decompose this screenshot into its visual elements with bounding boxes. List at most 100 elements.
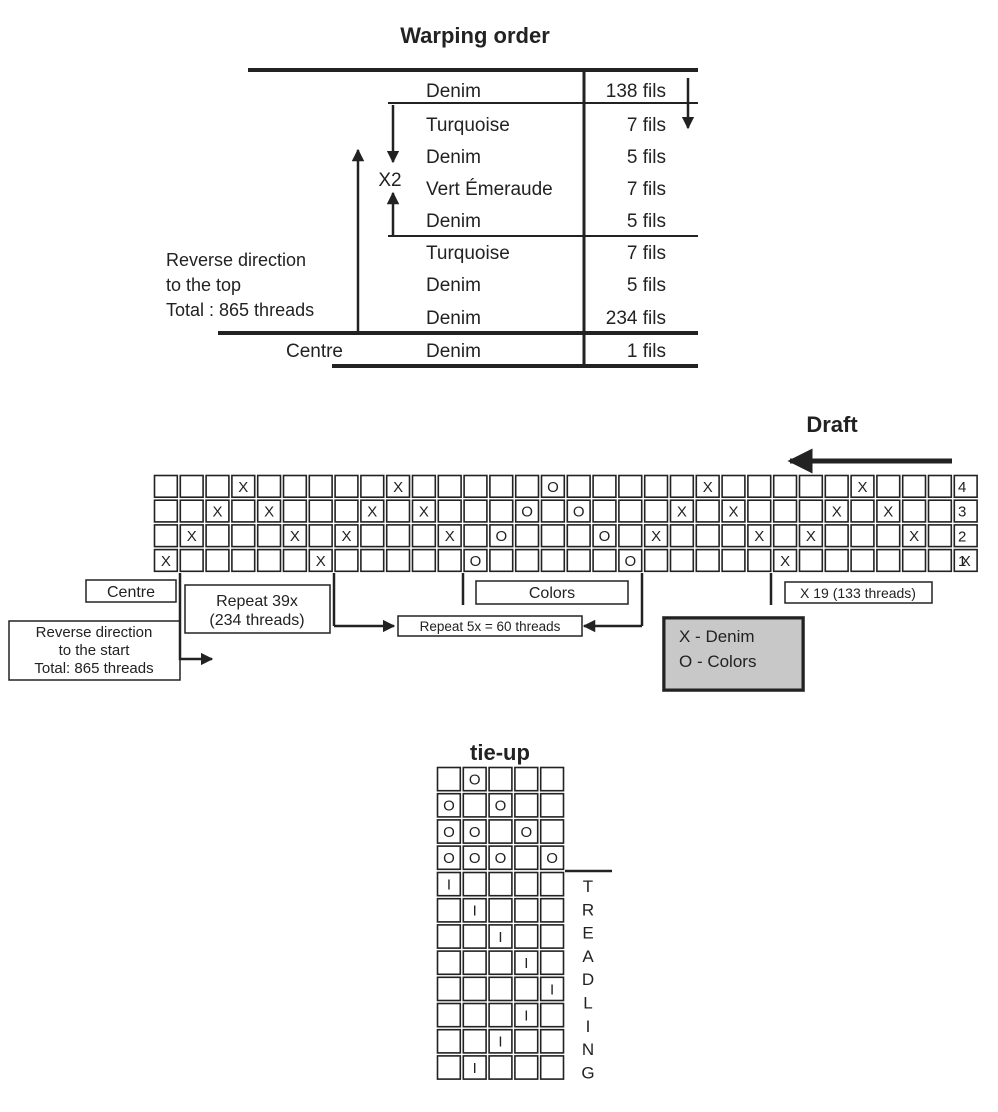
legend-box <box>662 616 805 692</box>
warp-count: 5 fils <box>627 275 666 296</box>
grid-cell <box>436 976 462 1002</box>
grid-cell <box>876 474 901 499</box>
grid-cell <box>566 499 591 523</box>
grid-cell <box>436 1028 462 1054</box>
grid-cell <box>205 499 230 523</box>
grid-cell <box>489 474 514 499</box>
cell-mark: X <box>290 528 300 545</box>
grid-cell <box>901 474 927 499</box>
grid-cell <box>488 766 513 792</box>
grid-cell <box>772 499 798 523</box>
grid-cell <box>540 548 566 573</box>
grid-cell <box>695 548 720 573</box>
grid-cell <box>488 976 513 1002</box>
grid-cell <box>747 474 772 499</box>
grid-cell <box>489 524 514 548</box>
cell-mark: O <box>443 798 455 815</box>
grid-cell <box>953 524 978 548</box>
grid-cell <box>927 499 953 523</box>
x19-label: X 19 (133 threads) <box>800 585 916 601</box>
grid-cell <box>153 524 179 548</box>
cell-mark: X <box>419 503 429 520</box>
grid-cell <box>436 819 462 844</box>
reverse-start-line2: to the start <box>59 642 131 659</box>
cell-mark: O <box>470 553 482 570</box>
grid-cell <box>798 474 824 499</box>
grid-cell <box>669 548 695 573</box>
grid-cell <box>695 524 720 548</box>
grid-cell <box>824 499 849 523</box>
grid-cell <box>411 548 437 573</box>
grid-cell <box>514 766 539 792</box>
cell-mark: O <box>495 850 507 867</box>
repeat5-box <box>397 615 583 637</box>
warp-color: Turquoise <box>426 115 510 136</box>
grid-cell <box>436 845 462 871</box>
treadling-letter: L <box>583 994 592 1013</box>
cell-mark: O <box>495 798 507 815</box>
treadling-letter: A <box>582 947 594 966</box>
treadling-letter: I <box>586 1017 591 1036</box>
grid-cell <box>643 548 669 573</box>
grid-cell <box>798 499 824 523</box>
cell-mark: O <box>599 528 611 545</box>
grid-cell <box>334 548 359 573</box>
treadling-letter: T <box>583 877 593 896</box>
cell-mark: O <box>469 850 481 867</box>
grid-cell <box>592 499 617 523</box>
grid-cell <box>514 976 539 1002</box>
cell-mark: X <box>754 528 764 545</box>
repeat39-box <box>184 584 331 634</box>
grid-cell <box>411 524 437 548</box>
warp-color: Turquoise <box>426 243 510 264</box>
grid-cell <box>436 871 462 897</box>
grid-cell <box>282 548 308 573</box>
cell-mark: X <box>883 503 893 520</box>
cell-mark: X <box>316 553 326 570</box>
grid-cell <box>747 499 772 523</box>
grid-cell <box>462 950 487 976</box>
grid-cell <box>539 897 565 923</box>
warp-color: Denim <box>426 81 481 102</box>
cell-mark: O <box>469 824 481 841</box>
grid-cell <box>462 819 487 844</box>
cell-mark: X <box>367 503 377 520</box>
grid-cell <box>179 524 204 548</box>
cell-mark: O <box>546 850 558 867</box>
warp-color: Denim <box>426 211 481 232</box>
grid-cell <box>231 524 256 548</box>
grid-cell <box>436 897 462 923</box>
grid-cell <box>488 924 513 949</box>
grid-cell <box>436 950 462 976</box>
warp-color: Vert Émeraude <box>426 179 553 200</box>
grid-cell <box>643 499 669 523</box>
grid-cell <box>953 548 978 573</box>
grid-cell <box>566 474 591 499</box>
grid-cell <box>488 1002 513 1028</box>
cell-mark: X <box>961 553 971 570</box>
grid-cell <box>256 499 282 523</box>
warp-count: 5 fils <box>627 211 666 232</box>
grid-cell <box>179 474 204 499</box>
warp-count: 1 fils <box>627 341 666 362</box>
grid-cell <box>488 819 513 844</box>
grid-cell <box>721 474 746 499</box>
reverse-start-arrow-icon <box>178 573 214 666</box>
grid-cell <box>539 950 565 976</box>
grid-cell <box>462 1002 487 1028</box>
repeat-label: X2 <box>378 170 401 191</box>
grid-cell <box>539 1002 565 1028</box>
grid-cell <box>747 524 772 548</box>
grid-cell <box>462 1055 487 1080</box>
grid-cell <box>436 766 462 792</box>
grid-cell <box>411 499 437 523</box>
grid-cell <box>179 499 204 523</box>
cell-mark: O <box>520 824 532 841</box>
grid-cell <box>489 548 514 573</box>
cell-mark: O <box>521 503 533 520</box>
grid-cell <box>462 766 487 792</box>
